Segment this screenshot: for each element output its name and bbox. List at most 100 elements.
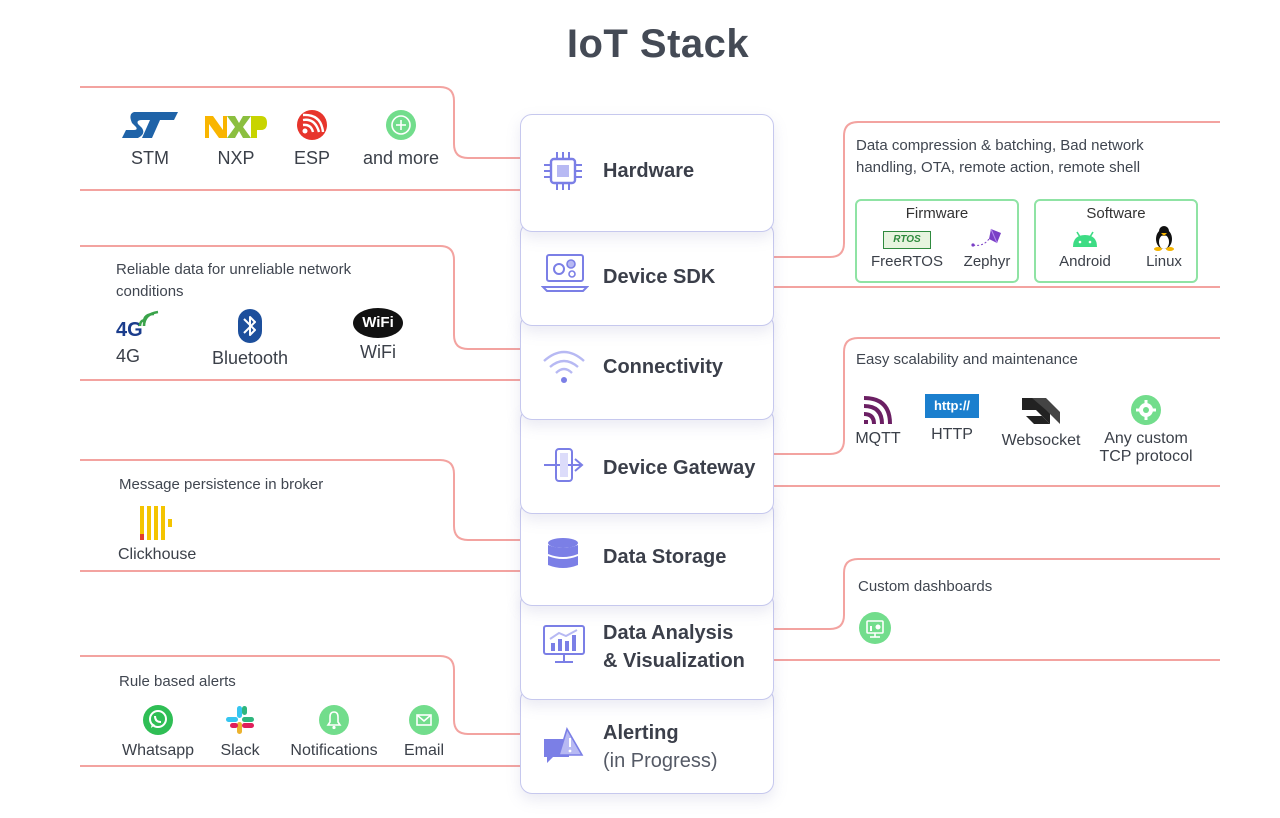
- mqtt-icon: [862, 394, 894, 426]
- nxp-icon: [205, 116, 267, 138]
- analysis-desc: Custom dashboards: [858, 578, 993, 595]
- storage-desc: Message persistence in broker: [119, 476, 324, 493]
- connectivity-desc-line2: conditions: [116, 283, 184, 300]
- esp-logo: ESP: [284, 108, 340, 169]
- connectivity-desc: Reliable data for unreliable network con…: [116, 259, 351, 303]
- tux-icon: [1154, 226, 1174, 251]
- plus-circle-icon: [386, 110, 416, 140]
- android-icon: [1073, 231, 1097, 247]
- android-logo: Android: [1052, 231, 1118, 270]
- sdk-desc-line2: handling, OTA, remote action, remote she…: [856, 159, 1141, 176]
- stack-label-alerting-1: Alerting: [603, 722, 679, 744]
- bluetooth-logo: Bluetooth: [200, 308, 300, 369]
- chip-icon: [544, 152, 582, 190]
- sdk-laptop-gears-icon: [541, 254, 589, 292]
- wifi-icon: [543, 350, 585, 383]
- stack-label-device-sdk: Device SDK: [603, 266, 716, 288]
- mqtt-logo: MQTT: [850, 394, 906, 448]
- slack-icon: [226, 706, 254, 734]
- stack-card-hardware: Hardware: [520, 114, 774, 232]
- linux-logo: Linux: [1134, 225, 1194, 270]
- websocket-logo: Websocket: [996, 394, 1086, 450]
- stack-label-data-storage: Data Storage: [603, 546, 727, 568]
- stack-label-alerting-2: (in Progress): [603, 750, 718, 772]
- wifi-logo: WiFi WiFi: [340, 308, 416, 363]
- hardware-item-more: and more: [362, 148, 440, 168]
- freertos-logo: RTOS FreeRTOS: [865, 231, 949, 270]
- alert-item-slack: Slack: [220, 742, 260, 759]
- software-item-linux: Linux: [1146, 253, 1182, 270]
- stack-label-hardware: Hardware: [603, 160, 695, 182]
- email-logo: Email: [396, 704, 452, 760]
- stm-logo: STM: [110, 108, 190, 169]
- page-title: IoT Stack: [566, 22, 750, 66]
- stack-label-data-analysis-1: Data Analysis: [603, 622, 734, 644]
- chart-monitor-icon: [543, 625, 585, 663]
- stack-card-data-analysis: Data Analysis & Visualization: [520, 592, 774, 700]
- more-logo: and more: [352, 108, 450, 169]
- gateway-item-websocket: Websocket: [1001, 432, 1081, 449]
- stack-card-data-storage: Data Storage: [520, 500, 774, 606]
- connectivity-item-bluetooth: Bluetooth: [211, 348, 289, 368]
- stack-card-device-sdk: Device SDK: [520, 222, 774, 326]
- stack-label-data-analysis-2: & Visualization: [603, 650, 745, 672]
- websocket-icon: [1022, 398, 1060, 424]
- hardware-item-stm: STM: [131, 148, 169, 168]
- 4g-logo: 4G 4G: [110, 308, 170, 367]
- dashboard-icon: [859, 612, 891, 644]
- gateway-icon: [544, 448, 584, 482]
- alerting-desc: Rule based alerts: [119, 673, 236, 690]
- firmware-title: Firmware: [905, 205, 969, 222]
- alert-item-whatsapp: Whatsapp: [121, 742, 195, 759]
- signal-waves-icon: [138, 310, 159, 327]
- stack-card-connectivity: Connectivity: [520, 314, 774, 420]
- alert-item-email: Email: [403, 742, 444, 759]
- stack-label-connectivity: Connectivity: [603, 356, 724, 378]
- connectivity-item-wifi: WiFi: [360, 342, 396, 362]
- stm-icon: [122, 112, 178, 138]
- clickhouse-logo: Clickhouse: [114, 506, 204, 564]
- gateway-item-tcp-1: Any custom: [1104, 430, 1188, 447]
- gateway-item-mqtt: MQTT: [855, 430, 901, 447]
- database-icon: [548, 538, 578, 568]
- 4g-logo-text: 4G: [116, 319, 143, 341]
- whatsapp-icon: [143, 705, 173, 735]
- software-item-android: Android: [1059, 253, 1111, 270]
- firmware-item-zephyr: Zephyr: [963, 253, 1011, 270]
- gear-circle-icon: [1131, 395, 1161, 425]
- stack-label-device-gateway: Device Gateway: [603, 457, 756, 479]
- alert-item-notifications: Notifications: [290, 742, 378, 759]
- mail-icon: [409, 705, 439, 735]
- storage-item-clickhouse: Clickhouse: [118, 546, 197, 563]
- http-icon: http://: [925, 394, 979, 418]
- notifications-logo: Notifications: [282, 704, 386, 760]
- gateway-desc: Easy scalability and maintenance: [856, 351, 1078, 368]
- whatsapp-logo: Whatsapp: [114, 704, 202, 760]
- firmware-box: Firmware RTOS FreeRTOS Zephyr: [855, 199, 1019, 283]
- zephyr-logo: Zephyr: [957, 227, 1017, 270]
- software-title: Software: [1086, 205, 1146, 222]
- freertos-logo-text: RTOS: [893, 234, 921, 245]
- http-logo: http:// HTTP: [922, 394, 982, 444]
- zephyr-kite-icon: [971, 228, 1001, 247]
- software-box: Software Android Linux: [1034, 199, 1198, 283]
- bluetooth-icon: [238, 309, 262, 343]
- connectivity-desc-line1: Reliable data for unreliable network: [116, 261, 352, 278]
- slack-logo: Slack: [212, 704, 268, 760]
- connectivity-item-4g: 4G: [116, 346, 141, 366]
- esp-icon: [297, 110, 327, 140]
- gateway-item-tcp-2: TCP protocol: [1099, 448, 1193, 465]
- wifi-logo-text: WiFi: [362, 314, 394, 331]
- hardware-item-nxp: NXP: [217, 148, 255, 168]
- bell-icon: [319, 705, 349, 735]
- alert-chat-icon: [544, 727, 584, 763]
- nxp-logo: NXP: [198, 108, 274, 169]
- hardware-item-esp: ESP: [293, 148, 331, 168]
- clickhouse-icon: [140, 506, 172, 540]
- tcp-logo: Any custom TCP protocol: [1090, 394, 1202, 466]
- gateway-item-http: HTTP: [931, 426, 973, 443]
- sdk-desc-line1: Data compression & batching, Bad network: [856, 137, 1144, 154]
- wifi-alliance-icon: WiFi: [353, 308, 403, 338]
- stack-card-device-gateway: Device Gateway: [520, 408, 774, 514]
